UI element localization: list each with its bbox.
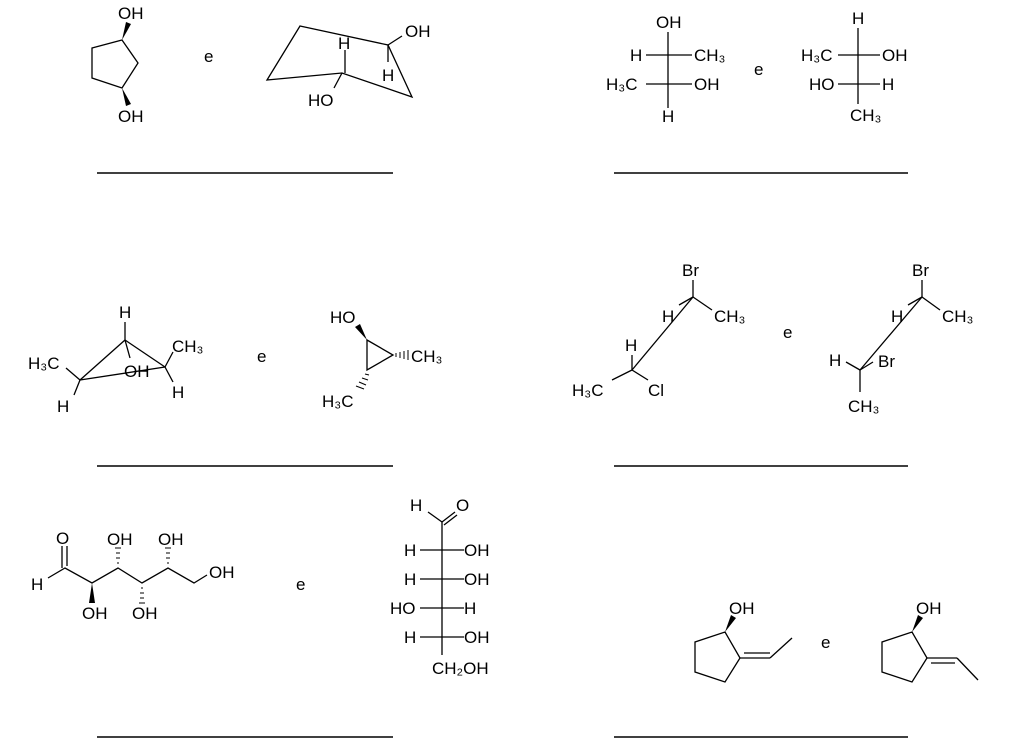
connector-e: e [821, 633, 830, 652]
label-oh: OH [132, 604, 158, 623]
label-ch3: CH₃ [714, 307, 745, 326]
label-oh: OH [82, 604, 108, 623]
cyclopentanediol-envelope: H H OH HO [265, 22, 431, 110]
label-oh: OH [464, 570, 490, 589]
label-oh: OH [464, 541, 490, 560]
label-oh: OH [916, 599, 942, 618]
fischer-right: H H₃C OH HO H CH₃ [801, 9, 908, 125]
label-ch3: CH₃ [411, 347, 442, 366]
label-ho: HO [330, 308, 356, 327]
label-h: H [382, 66, 394, 85]
label-h: H [625, 336, 637, 355]
label-br: Br [912, 261, 929, 280]
ethylidene-cyclopentanol-left: OH [694, 599, 793, 683]
label-o: O [56, 529, 69, 548]
label-h: H [119, 303, 131, 322]
label-h: H [464, 599, 476, 618]
label-h: H [852, 9, 864, 28]
label-h: H [172, 383, 184, 402]
label-ho: HO [390, 599, 416, 618]
label-h3c: H₃C [28, 354, 59, 373]
pair-6: OH e OH [614, 599, 979, 738]
hexose-zigzag: O H OH OH OH OH OH [31, 529, 235, 623]
label-h: H [404, 570, 416, 589]
label-oh: OH [656, 13, 682, 32]
label-h: H [829, 351, 841, 370]
label-h: H [891, 307, 903, 326]
label-h: H [338, 34, 350, 53]
label-h: H [404, 628, 416, 647]
label-br: Br [682, 261, 699, 280]
label-oh: OH [118, 107, 144, 126]
pair-5: O H OH OH OH OH OH e H O H OH H OH HO H [31, 496, 490, 738]
label-br: Br [878, 352, 895, 371]
label-ho: HO [809, 75, 835, 94]
cyclopentanediol-wedge: OH OH [91, 4, 144, 126]
ethylidene-cyclopentanol-right: OH [881, 599, 979, 683]
label-ch3: CH₃ [172, 337, 203, 356]
label-oh: OH [209, 563, 235, 582]
fischer-left: OH H CH₃ H₃C OH H [606, 13, 725, 126]
label-h: H [404, 541, 416, 560]
label-h3c: H₃C [606, 75, 637, 94]
pair-2: OH H CH₃ H₃C OH H e H H₃C OH HO H CH₃ [606, 9, 908, 174]
connector-e: e [257, 347, 266, 366]
pair-3: H H₃C H OH CH₃ H e HO CH₃ H₃C [28, 303, 442, 467]
label-ho: HO [308, 91, 334, 110]
label-ch3: CH₃ [942, 307, 973, 326]
sawhorse-left: Br CH₃ H H H₃C Cl [572, 261, 745, 400]
label-oh: OH [729, 599, 755, 618]
sawhorse-right: Br CH₃ H Br H CH₃ [829, 261, 973, 416]
label-oh: OH [124, 362, 150, 381]
label-cl: Cl [648, 381, 664, 400]
label-oh: OH [464, 628, 490, 647]
label-ch3: CH₃ [850, 106, 881, 125]
label-ch3: CH₃ [848, 397, 879, 416]
label-h: H [662, 107, 674, 126]
pair-4: Br CH₃ H H H₃C Cl e Br CH₃ H Br H CH₃ [572, 261, 973, 467]
label-ch2oh: CH₂OH [432, 659, 489, 678]
label-h3c: H₃C [322, 392, 353, 411]
connector-e: e [296, 575, 305, 594]
label-oh: OH [158, 530, 184, 549]
hexose-fischer: H O H OH H OH HO H H OH CH₂OH [390, 496, 490, 678]
label-oh: OH [107, 530, 133, 549]
connector-e: e [783, 323, 792, 342]
label-oh: OH [694, 75, 720, 94]
cyclopropane-wedge: HO CH₃ H₃C [322, 308, 442, 411]
label-ch3: CH₃ [694, 46, 725, 65]
cyclopropane-perspective: H H₃C H OH CH₃ H [28, 303, 203, 416]
label-h: H [31, 575, 43, 594]
label-h: H [410, 496, 422, 515]
label-oh: OH [882, 46, 908, 65]
connector-e: e [204, 47, 213, 66]
connector-e: e [754, 60, 763, 79]
label-h: H [630, 46, 642, 65]
label-h: H [882, 75, 894, 94]
label-h: H [662, 307, 674, 326]
label-h3c: H₃C [572, 381, 603, 400]
label-h3c: H₃C [801, 46, 832, 65]
label-oh: OH [405, 22, 431, 41]
pair-1: OH OH e H H OH HO [91, 4, 431, 174]
label-o: O [456, 496, 469, 515]
label-oh: OH [118, 4, 144, 23]
label-h: H [57, 397, 69, 416]
